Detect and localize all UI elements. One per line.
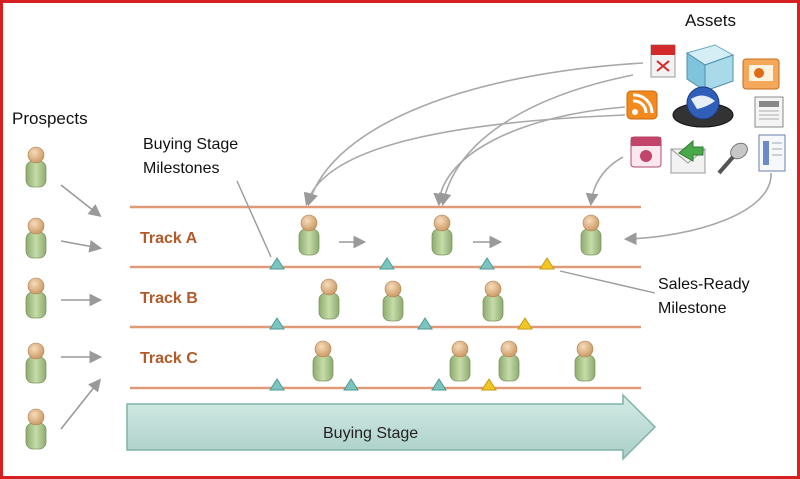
milestone-triangle [269,317,285,330]
assets-title: Assets [685,11,737,30]
track-people [298,214,602,382]
diagram-canvas [25,44,786,461]
track-person [574,340,596,382]
track-person [498,340,520,382]
calendar-icon [630,136,662,168]
asset-arrow [623,172,772,246]
asset-arrow [303,114,626,207]
prospect-person [25,277,47,319]
track-a-label: Track A [140,230,198,247]
pdf-icon [650,44,676,78]
track-lines [130,205,641,390]
track-person [431,214,453,256]
milestones-callout-line [236,180,272,258]
asset-arrow [585,156,624,207]
microphone-icon [717,142,748,175]
sales-ready-callout-line [559,270,656,294]
globe-icon [672,86,734,128]
sales-ready-milestone-label: Sales-Ready Milestone [658,276,750,317]
track-person [482,280,504,322]
milestone-triangle [431,378,447,391]
newspaper-icon [754,96,784,128]
email-icon [670,139,706,174]
prospects-title: Prospects [12,109,88,128]
track-person [318,278,340,320]
milestone-triangle [269,378,285,391]
asset-arrow [438,74,634,207]
prospect-arrow [60,378,101,430]
buying-milestones [269,257,495,391]
milestone-triangle [479,257,495,270]
box-icon [685,44,735,92]
track-person [382,280,404,322]
buying-stage-milestones-label: Buying Stage Milestones [143,136,239,177]
sales-ready-triangle [539,257,555,270]
track-c-label: Track C [140,350,198,367]
prospect-arrows [60,184,103,430]
track-person [449,340,471,382]
track-person [298,214,320,256]
milestone-triangle [379,257,395,270]
asset-arrow [433,106,626,207]
sales-ready-milestones [481,257,555,391]
track-b-label: Track B [140,290,198,307]
sales-ready-triangle [517,317,533,330]
prospect-person [25,342,47,384]
prospect-person [25,408,47,450]
document-icon [758,134,786,172]
prospect-person [25,146,47,188]
asset-icons [626,44,786,175]
prospect-arrow [60,239,103,253]
track-person [312,340,334,382]
asset-arrow [305,62,644,207]
buying-stage-label: Buying Stage [323,425,419,442]
milestone-triangle [343,378,359,391]
presentation-icon [742,58,780,90]
rss-icon [626,90,658,120]
track-person [580,214,602,256]
prospect-arrow [60,184,102,217]
asset-arrows [303,62,772,246]
sales-ready-triangle [481,378,497,391]
buying-stage-arrow [126,393,657,461]
callout-lines [236,180,656,294]
prospects-column [25,146,47,450]
milestone-triangle [417,317,433,330]
prospect-person [25,217,47,259]
milestone-triangle [269,257,285,270]
